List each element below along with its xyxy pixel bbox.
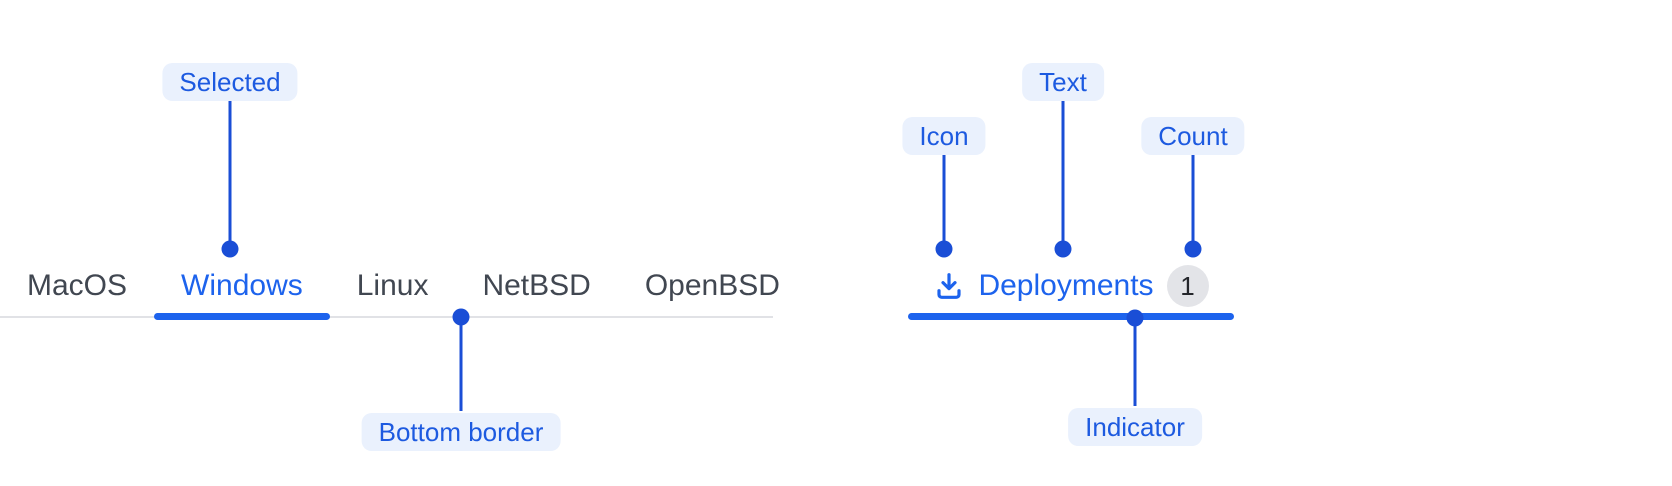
callout-text: Text: [1022, 63, 1104, 101]
callout-selected-line: [228, 101, 232, 241]
active-tab-indicator: [908, 313, 1234, 320]
callout-text-dot: [1054, 240, 1072, 258]
os-tab-bar: MacOS Windows Linux NetBSD OpenBSD: [0, 256, 780, 320]
callout-icon: Icon: [902, 117, 986, 155]
callout-selected: Selected: [162, 63, 298, 101]
tab-openbsd[interactable]: OpenBSD: [644, 269, 780, 302]
callout-text-line: [1061, 101, 1065, 241]
callout-bottom-border-line: [459, 317, 463, 411]
tab-macos[interactable]: MacOS: [27, 269, 128, 302]
callout-selected-dot: [221, 240, 239, 258]
tab-linux[interactable]: Linux: [356, 269, 429, 302]
callout-count-line: [1191, 155, 1195, 241]
tab-netbsd[interactable]: NetBSD: [482, 269, 591, 302]
tab-deployments[interactable]: Deployments 1: [908, 256, 1234, 320]
callout-indicator-line: [1133, 318, 1137, 406]
download-icon: [937, 273, 962, 299]
tab-windows[interactable]: Windows: [154, 256, 330, 320]
callout-indicator: Indicator: [1068, 408, 1202, 446]
callout-count: Count: [1141, 117, 1245, 155]
callout-count-dot: [1184, 240, 1202, 258]
callout-icon-dot: [935, 240, 953, 258]
selected-tab-bottom-border: [154, 313, 330, 320]
callout-icon-line: [942, 155, 946, 241]
tab-windows-label: Windows: [181, 269, 303, 302]
tab-deployments-label: Deployments: [978, 269, 1154, 302]
callout-bottom-border: Bottom border: [361, 413, 561, 451]
count-badge: 1: [1166, 265, 1209, 307]
